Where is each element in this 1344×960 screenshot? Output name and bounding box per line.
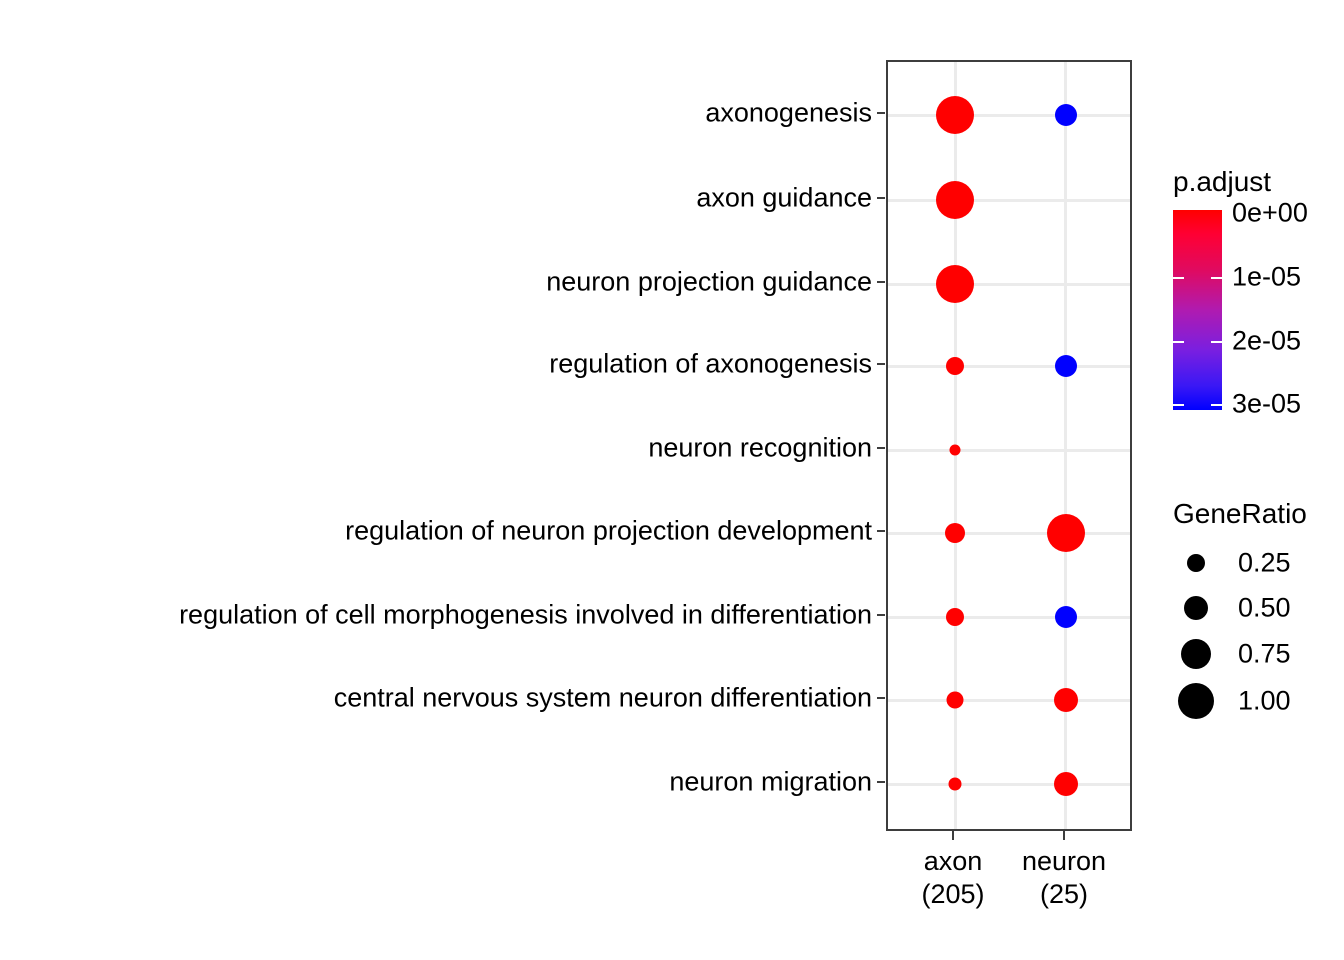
gridline-vertical-neuron — [1064, 62, 1067, 829]
y-axis-tick — [877, 614, 885, 616]
x-axis-label-count: (205) — [921, 879, 985, 909]
data-point[interactable] — [1055, 104, 1077, 126]
colorbar-tick-label: 0e+00 — [1232, 197, 1308, 228]
y-axis-label: axon guidance — [696, 182, 872, 213]
colorbar-tick-mark — [1211, 277, 1222, 279]
gridline-horizontal — [888, 449, 1130, 452]
data-point[interactable] — [1054, 772, 1078, 796]
size-legend-label: 0.25 — [1238, 547, 1291, 578]
colorbar-tick-mark — [1211, 341, 1222, 343]
size-legend-label: 0.75 — [1238, 638, 1291, 669]
x-axis-label-name: axon — [923, 846, 983, 876]
y-axis-tick — [877, 197, 885, 199]
y-axis-tick — [877, 281, 885, 283]
colorbar-tick-mark — [1173, 404, 1184, 406]
data-point[interactable] — [1055, 606, 1077, 628]
y-axis-tick — [877, 112, 885, 114]
colorbar-tick-label: 3e-05 — [1232, 388, 1302, 419]
x-axis-label: axon(205) — [921, 845, 984, 911]
data-point[interactable] — [945, 523, 965, 543]
gridline-horizontal — [888, 365, 1130, 368]
data-point[interactable] — [949, 444, 961, 456]
gridline-horizontal — [888, 199, 1130, 202]
colorbar-tick-mark — [1173, 341, 1184, 343]
data-point[interactable] — [946, 691, 964, 709]
y-axis-label: neuron recognition — [648, 432, 872, 463]
size-legend-label: 1.00 — [1238, 685, 1291, 716]
x-axis-label: neuron(25) — [1022, 845, 1106, 911]
data-point[interactable] — [948, 777, 962, 791]
y-axis-tick — [877, 363, 885, 365]
data-point[interactable] — [946, 608, 964, 626]
y-axis-tick — [877, 447, 885, 449]
y-axis-label: regulation of neuron projection developm… — [345, 515, 872, 546]
size-legend-label: 0.50 — [1238, 592, 1291, 623]
y-axis-tick — [877, 781, 885, 783]
data-point[interactable] — [936, 96, 974, 134]
data-point[interactable] — [936, 181, 974, 219]
y-axis-label: regulation of cell morphogenesis involve… — [179, 599, 872, 630]
colorbar-tick-label: 2e-05 — [1232, 325, 1302, 356]
x-axis-label-count: (25) — [1039, 879, 1089, 909]
data-point[interactable] — [1047, 514, 1085, 552]
size-legend-dot — [1181, 639, 1211, 669]
colorbar-tick-label: 1e-05 — [1232, 261, 1302, 292]
color-legend-title: p.adjust — [1173, 166, 1272, 197]
y-axis-tick — [877, 697, 885, 699]
gridline-horizontal — [888, 114, 1130, 117]
y-axis-tick — [877, 530, 885, 532]
y-axis-label: regulation of axonogenesis — [549, 348, 872, 379]
colorbar-tick-mark — [1173, 277, 1184, 279]
y-axis-label: central nervous system neuron differenti… — [333, 682, 872, 713]
colorbar-tick-mark — [1211, 404, 1222, 406]
gridline-horizontal — [888, 616, 1130, 619]
p-adjust-colorbar — [1173, 210, 1222, 410]
gridline-horizontal — [888, 699, 1130, 702]
data-point[interactable] — [946, 357, 964, 375]
size-legend-dot — [1178, 683, 1214, 719]
gridline-horizontal — [888, 783, 1130, 786]
gridline-horizontal — [888, 283, 1130, 286]
data-point[interactable] — [1055, 355, 1077, 377]
y-axis-label: axonogenesis — [705, 97, 872, 128]
data-point[interactable] — [1054, 688, 1078, 712]
plot-panel — [886, 60, 1132, 831]
size-legend-dot — [1187, 554, 1205, 572]
data-point[interactable] — [936, 265, 974, 303]
x-axis-label-name: neuron — [1021, 846, 1107, 876]
x-axis-tick — [952, 831, 954, 840]
size-legend-dot — [1184, 596, 1208, 620]
y-axis-label: neuron projection guidance — [546, 266, 872, 297]
y-axis-label: neuron migration — [669, 766, 872, 797]
gridline-horizontal — [888, 532, 1130, 535]
x-axis-tick — [1063, 831, 1065, 840]
size-legend-title: GeneRatio — [1173, 498, 1307, 529]
